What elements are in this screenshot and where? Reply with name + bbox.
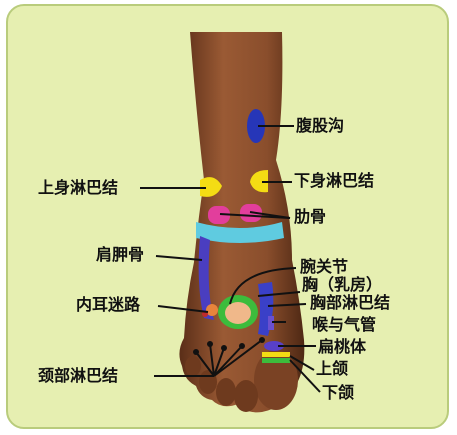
- label-chest-lymph: 胸部淋巴结: [310, 294, 390, 312]
- label-upper-body-lymph: 上身淋巴结: [38, 179, 118, 197]
- label-lower-body-lymph: 下身淋巴结: [294, 172, 374, 190]
- second-toe: [234, 380, 258, 412]
- chest-breast-inner: [225, 302, 251, 324]
- label-ribs: 肋骨: [294, 208, 326, 226]
- lower-jaw-zone: [262, 358, 290, 363]
- label-lower-jaw: 下颌: [322, 384, 354, 402]
- upper-jaw-zone: [262, 352, 290, 357]
- label-neck-lymph: 颈部淋巴结: [38, 367, 118, 385]
- label-wrist-joint: 腕关节: [300, 258, 348, 276]
- label-scapula: 肩胛骨: [96, 246, 144, 264]
- label-throat-trachea: 喉与气管: [312, 316, 376, 334]
- label-inner-ear: 内耳迷路: [76, 296, 140, 314]
- label-tonsils: 扁桃体: [318, 338, 366, 356]
- label-upper-jaw: 上颌: [316, 360, 348, 378]
- third-toe: [216, 378, 236, 406]
- label-abdominal-groove: 腹股沟: [296, 117, 344, 135]
- little-toe: [185, 356, 201, 376]
- label-chest-breast: 胸（乳房）: [302, 276, 382, 294]
